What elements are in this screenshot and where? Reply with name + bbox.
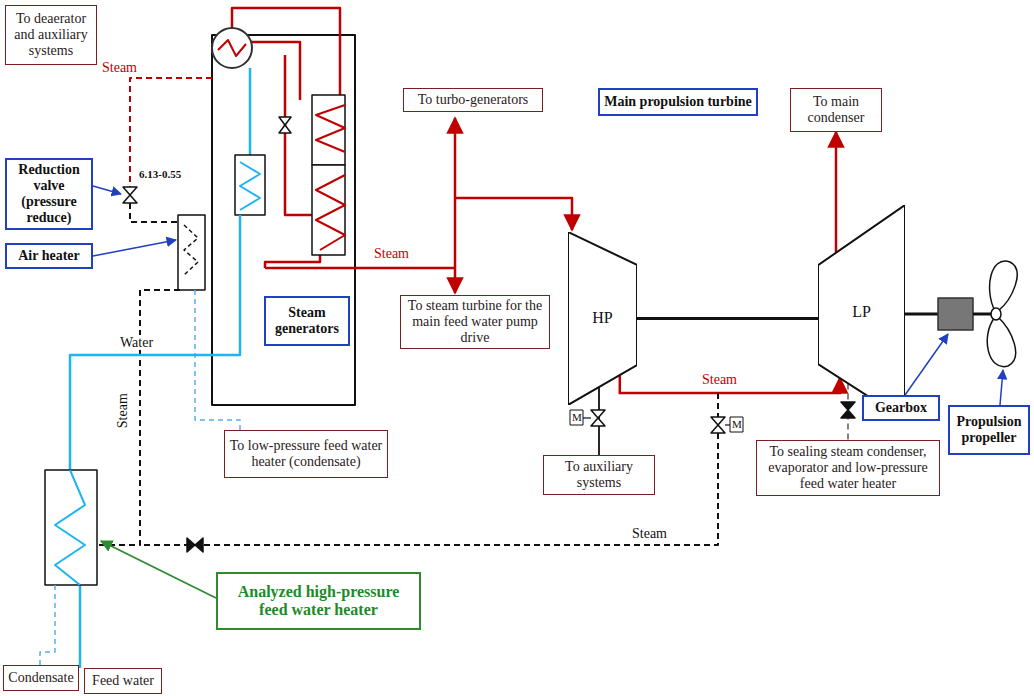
destination-box: To steam turbine for the main feed water… xyxy=(400,295,550,349)
destination-box: Condensate xyxy=(3,665,79,691)
destination-box: To auxiliary systems xyxy=(543,455,655,495)
node-text: Feed water xyxy=(89,673,157,689)
pressure-value: 6.13-0.55 xyxy=(137,168,183,180)
motor-mark: M xyxy=(732,418,742,430)
node-text: To auxiliary systems xyxy=(548,459,650,491)
callout-box: Air heater xyxy=(5,243,93,269)
node-text: To low-pressure feed water heater (conde… xyxy=(229,438,383,470)
node-text: HP xyxy=(572,309,633,327)
node-text: To deaerator and auxiliary systems xyxy=(10,11,92,59)
node-text: Air heater xyxy=(11,248,87,264)
destination-box: To turbo-generators xyxy=(403,88,543,112)
edge-label: Steam xyxy=(700,372,739,387)
flow-label: Steam xyxy=(100,60,139,75)
destination-box: To deaerator and auxiliary systems xyxy=(5,5,97,65)
steam-line xyxy=(835,132,838,253)
flow-label: Water xyxy=(118,335,155,350)
destination-box: Feed water xyxy=(84,668,162,694)
flow-label: Steam xyxy=(114,391,129,430)
destination-box: To sealing steam condenser, evaporator a… xyxy=(756,440,940,496)
node-text: To main condenser xyxy=(795,94,877,126)
flow-label: Steam xyxy=(630,526,669,541)
node-text: Reduction valve (pressure reduce) xyxy=(11,162,87,226)
node-text: LP xyxy=(822,303,901,321)
callout-box: Steam generators xyxy=(264,296,350,346)
node-text: Propulsion propeller xyxy=(954,414,1024,446)
callout-box: Propulsion propeller xyxy=(948,405,1030,455)
destination-box: To main condenser xyxy=(790,88,882,132)
turbine-stage: HP xyxy=(568,232,637,405)
destination-box: To low-pressure feed water heater (conde… xyxy=(224,430,388,478)
node-text: Condensate xyxy=(8,670,74,686)
node-text: Main propulsion turbine xyxy=(604,94,752,110)
turbine-stage: LP xyxy=(818,205,905,420)
callout-box: Gearbox xyxy=(862,395,940,421)
callout-box: Analyzed high-pressure feed water heater xyxy=(216,572,421,630)
node-text: Gearbox xyxy=(868,400,934,416)
callout-box: Reduction valve (pressure reduce) xyxy=(5,158,93,230)
flow-label: Steam xyxy=(372,246,411,261)
node-text: Analyzed high-pressure feed water heater xyxy=(222,583,415,620)
node-text: To turbo-generators xyxy=(408,92,538,108)
steam-line xyxy=(637,317,818,320)
callout-box: Main propulsion turbine xyxy=(598,88,758,116)
node-text: Steam generators xyxy=(270,305,344,337)
node-text: To sealing steam condenser, evaporator a… xyxy=(761,444,935,492)
motor-mark: M xyxy=(572,411,582,423)
node-text: To steam turbine for the main feed water… xyxy=(405,298,545,346)
